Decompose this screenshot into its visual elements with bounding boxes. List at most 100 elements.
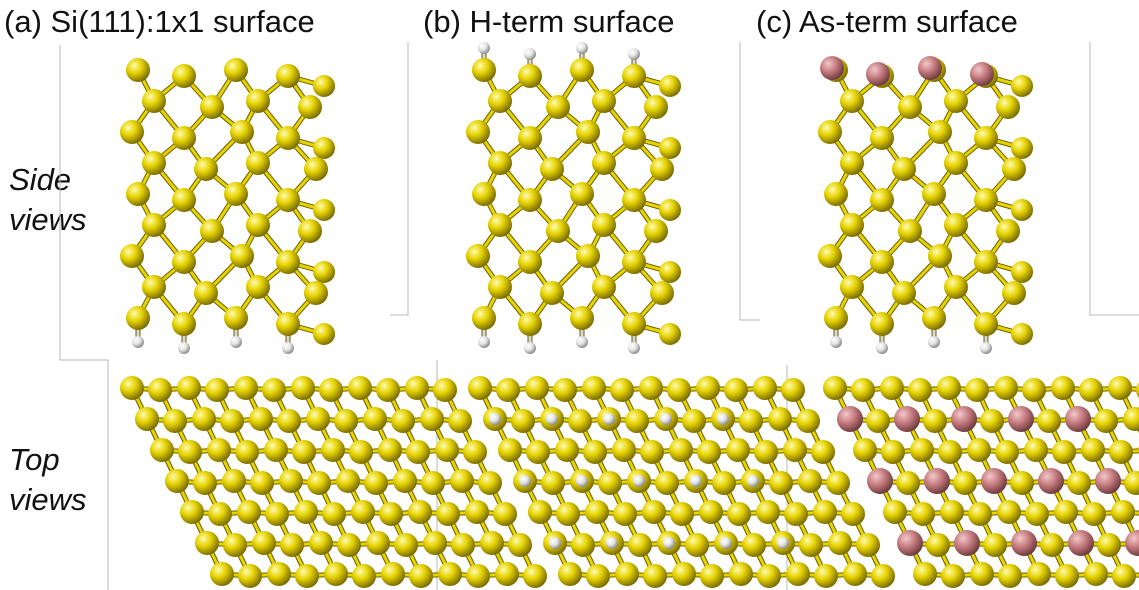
silicon-atom — [1022, 378, 1046, 402]
silicon-atom — [840, 89, 864, 113]
arsenic-atom — [951, 406, 977, 432]
silicon-atom — [508, 533, 532, 557]
silicon-atom — [699, 500, 723, 524]
silicon-atom — [995, 440, 1019, 464]
side-views-label: Side views — [9, 160, 87, 240]
hydrogen-atom — [519, 475, 531, 487]
silicon-atom — [615, 562, 639, 586]
silicon-atom — [622, 250, 646, 274]
silicon-atom — [700, 564, 724, 588]
silicon-atom — [856, 533, 880, 557]
silicon-atom — [610, 378, 634, 402]
silicon-atom — [881, 440, 905, 464]
arsenic-atom — [970, 62, 994, 86]
silicon-atom — [210, 562, 234, 586]
hydrogen-atom — [628, 48, 640, 60]
silicon-atom — [870, 250, 894, 274]
silicon-atom — [1136, 382, 1139, 398]
silicon-atom — [279, 469, 303, 493]
silicon-atom — [451, 533, 475, 557]
silicon-atom — [376, 378, 400, 402]
silicon-atom — [518, 250, 542, 274]
silicon-atom — [843, 562, 867, 586]
hydrogen-atom — [690, 475, 702, 487]
silicon-atom — [568, 409, 592, 433]
silicon-atom — [405, 376, 429, 400]
silicon-atom — [142, 89, 166, 113]
silicon-atom — [928, 120, 952, 144]
silicon-atom — [892, 281, 916, 305]
hydrogen-atom — [777, 537, 789, 549]
silicon-atom — [644, 95, 668, 119]
silicon-atom — [172, 64, 196, 88]
silicon-atom — [898, 95, 922, 119]
silicon-atom — [195, 531, 219, 555]
silicon-atom — [450, 469, 474, 493]
silicon-atom — [769, 471, 793, 495]
silicon-atom — [696, 376, 720, 400]
silicon-atom — [465, 500, 489, 524]
silicon-atom — [224, 306, 248, 330]
silicon-atom — [472, 306, 496, 330]
silicon-atom — [165, 469, 189, 493]
silicon-atom — [525, 376, 549, 400]
silicon-atom — [363, 407, 387, 431]
silicon-atom — [193, 471, 217, 495]
silicon-atom — [871, 564, 895, 588]
silicon-atom — [1002, 281, 1026, 305]
silicon-atom — [998, 564, 1022, 588]
hydrogen-atom — [830, 336, 842, 348]
arsenic-atom — [1125, 530, 1139, 556]
silicon-atom — [313, 75, 335, 97]
silicon-atom — [495, 562, 519, 586]
silicon-atom — [974, 312, 998, 336]
silicon-atom — [729, 562, 753, 586]
silicon-atom — [996, 95, 1020, 119]
silicon-atom — [898, 219, 922, 243]
silicon-atom — [337, 533, 361, 557]
silicon-atom — [582, 376, 606, 400]
hydrogen-atom — [524, 342, 536, 354]
silicon-atom — [322, 502, 346, 526]
hydrogen-atom — [633, 475, 645, 487]
silicon-atom — [650, 157, 674, 181]
silicon-atom — [974, 250, 998, 274]
silicon-atom — [488, 275, 512, 299]
silicon-atom — [488, 213, 512, 237]
silicon-atom — [896, 471, 920, 495]
panel-frame — [1089, 42, 1139, 316]
silicon-atom — [1011, 261, 1033, 283]
silicon-atom — [892, 157, 916, 181]
silicon-atom — [640, 440, 664, 464]
silicon-atom — [238, 564, 262, 588]
silicon-atom — [472, 182, 496, 206]
silicon-atom — [177, 376, 201, 400]
atoms-layer — [120, 42, 1139, 588]
silicon-atom — [364, 471, 388, 495]
silicon-atom — [295, 564, 319, 588]
silicon-atom — [1037, 409, 1061, 433]
silicon-atom — [393, 469, 417, 493]
silicon-atom — [142, 213, 166, 237]
silicon-atom — [194, 157, 218, 181]
arsenic-atom — [1065, 406, 1091, 432]
silicon-atom — [824, 182, 848, 206]
silicon-atom — [276, 64, 300, 88]
silicon-atom — [923, 409, 947, 433]
silicon-atom — [406, 440, 430, 464]
silicon-atom — [298, 95, 322, 119]
silicon-atom — [1002, 157, 1026, 181]
silicon-atom — [423, 531, 447, 555]
silicon-atom — [659, 75, 681, 97]
silicon-atom — [264, 438, 288, 462]
silicon-atom — [488, 89, 512, 113]
silicon-atom — [172, 312, 196, 336]
arsenic-atom — [1008, 406, 1034, 432]
silicon-atom — [200, 219, 224, 243]
silicon-atom — [938, 440, 962, 464]
silicon-atom — [348, 376, 372, 400]
silicon-atom — [670, 502, 694, 526]
silicon-atom — [276, 188, 300, 212]
silicon-atom — [980, 409, 1004, 433]
silicon-atom — [814, 564, 838, 588]
